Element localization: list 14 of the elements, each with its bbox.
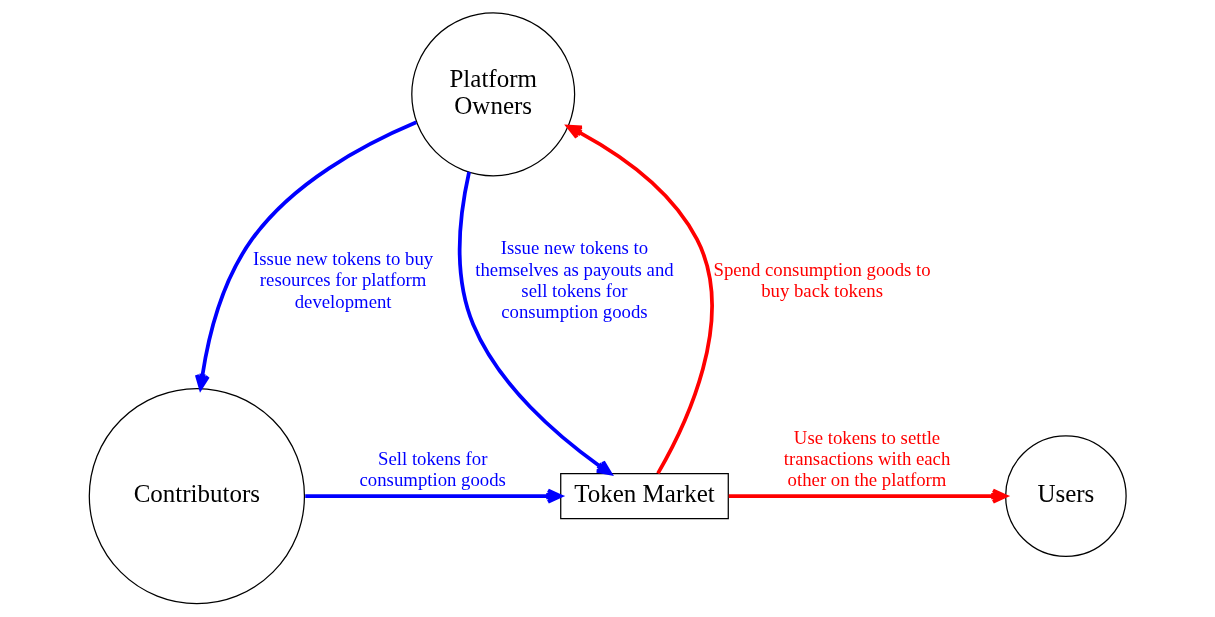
node-circle: Users (1005, 435, 1127, 557)
edge-label: Issue new tokens to buy resources for platform development (253, 248, 434, 312)
node-box: Token Market (560, 473, 729, 520)
arrow (194, 120, 418, 391)
edge-label: Issue new tokens to themselves as payouts and sell tokens for consumption goods (475, 237, 674, 323)
arrow (566, 124, 714, 475)
arrow (728, 488, 1008, 504)
edge-label: Use tokens to settle transactions with each other on the platform (783, 426, 951, 491)
node-circle: Contributors (88, 387, 306, 605)
edge-label: Sell tokens for consumption goods (359, 447, 506, 491)
arrow (457, 171, 613, 476)
arrow (305, 488, 563, 504)
node-circle: Platform Owners (411, 12, 576, 177)
edge-label: Spend consumption goods to buy back tokens (713, 258, 931, 301)
